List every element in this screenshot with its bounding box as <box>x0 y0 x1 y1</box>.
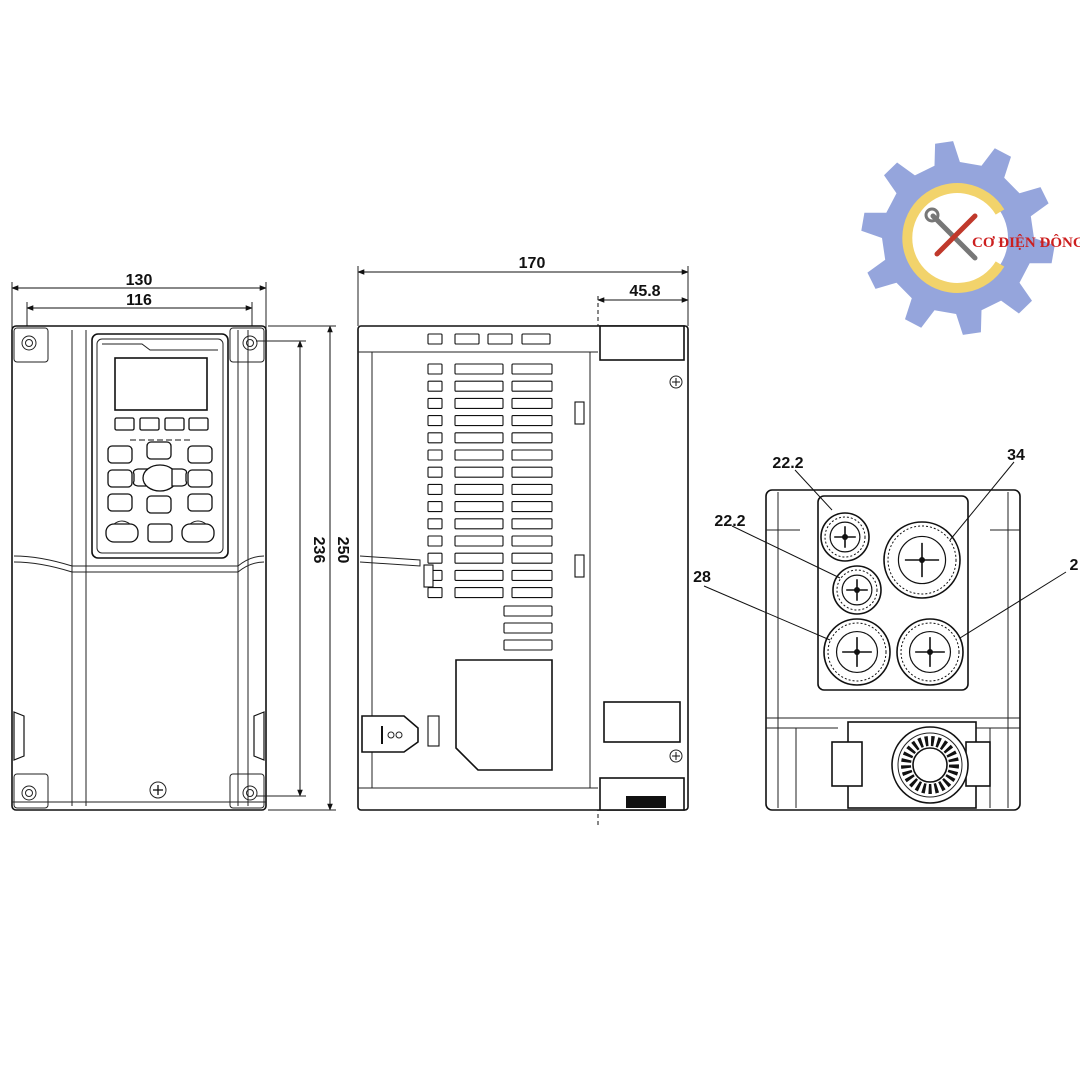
knockout-label-34: 34 <box>1007 447 1025 464</box>
keypad-button[interactable] <box>107 469 133 488</box>
side-clip-right <box>253 711 265 761</box>
led-indicator <box>114 417 135 431</box>
keypad-button[interactable] <box>147 523 173 543</box>
knockout-label-22-2-middle: 22.2 <box>714 513 745 530</box>
keypad-button-down[interactable] <box>146 495 172 514</box>
led-indicator <box>139 417 160 431</box>
side-clip-slot <box>574 401 585 425</box>
logo-ring <box>902 183 1005 293</box>
dimension-label-250: 250 <box>334 537 351 564</box>
rear-label-plate <box>603 701 681 743</box>
side-housing <box>357 325 689 811</box>
side-clip-slot <box>423 564 434 588</box>
leader-line <box>731 525 841 579</box>
keypad-button[interactable] <box>107 445 133 464</box>
dimension-label-170: 170 <box>519 255 546 272</box>
keypad-button[interactable] <box>187 445 213 464</box>
keypad-button-stop[interactable] <box>181 523 215 543</box>
knockout-label-28: 28 <box>693 569 711 586</box>
fan-hub <box>912 747 948 783</box>
side-view: 170 45.8 <box>357 255 689 826</box>
wrench-screwdriver-icon <box>924 207 978 261</box>
mounting-hole-top-left <box>13 327 49 363</box>
side-clip-left <box>13 711 25 761</box>
rear-screw-bottom <box>669 749 683 763</box>
knockout-2 <box>896 618 964 686</box>
cooling-fan <box>831 721 991 809</box>
side-clip-slot <box>427 715 440 747</box>
rear-terminal-block <box>626 796 666 808</box>
logo-text: CƠ ĐIỆN ĐÔNG Á <box>972 234 1080 251</box>
keypad-panel <box>91 333 229 559</box>
mounting-hole-bottom-right <box>229 773 265 809</box>
dimension-label-116: 116 <box>126 292 152 309</box>
dimension-label-45-8: 45.8 <box>629 283 660 300</box>
dimension-label-130: 130 <box>126 272 153 289</box>
front-view: 130 116 <box>11 272 351 811</box>
keypad-button-right[interactable] <box>171 468 188 487</box>
side-clip-slot <box>574 554 585 578</box>
dimension-label-236: 236 <box>310 537 327 564</box>
keypad-button[interactable] <box>187 469 213 488</box>
knockout-28 <box>823 618 891 686</box>
leader-line <box>703 585 831 641</box>
leader-line <box>959 571 1067 639</box>
keypad-button-run[interactable] <box>105 523 139 543</box>
lcd-display <box>114 357 208 411</box>
rear-screw-top <box>669 375 683 389</box>
fan-clip-right <box>965 741 991 787</box>
knockout-22-2-middle <box>832 565 882 615</box>
leader-line <box>949 461 1015 541</box>
front-cover-screw <box>149 781 167 799</box>
side-latch <box>361 715 419 753</box>
keypad-button[interactable] <box>187 493 213 512</box>
keypad-button[interactable] <box>107 493 133 512</box>
knockout-label-22-2-top: 22.2 <box>772 455 803 472</box>
knockout-label-2: 2 <box>1070 557 1079 574</box>
knockout-22-2-top <box>820 512 870 562</box>
led-indicator <box>188 417 209 431</box>
leader-line <box>794 469 833 511</box>
fan-clip-left <box>831 741 863 787</box>
rear-top-bracket <box>599 325 685 361</box>
company-logo: CƠ ĐIỆN ĐÔNG Á <box>861 141 1080 335</box>
mounting-hole-bottom-left <box>13 773 49 809</box>
nameplate-area <box>455 659 553 771</box>
knockout-34 <box>883 521 961 599</box>
mounting-hole-top-right <box>229 327 265 363</box>
bottom-view: 22.2 22.2 34 28 2 <box>693 447 1079 811</box>
keypad-button-up[interactable] <box>146 441 172 460</box>
led-indicator <box>164 417 185 431</box>
